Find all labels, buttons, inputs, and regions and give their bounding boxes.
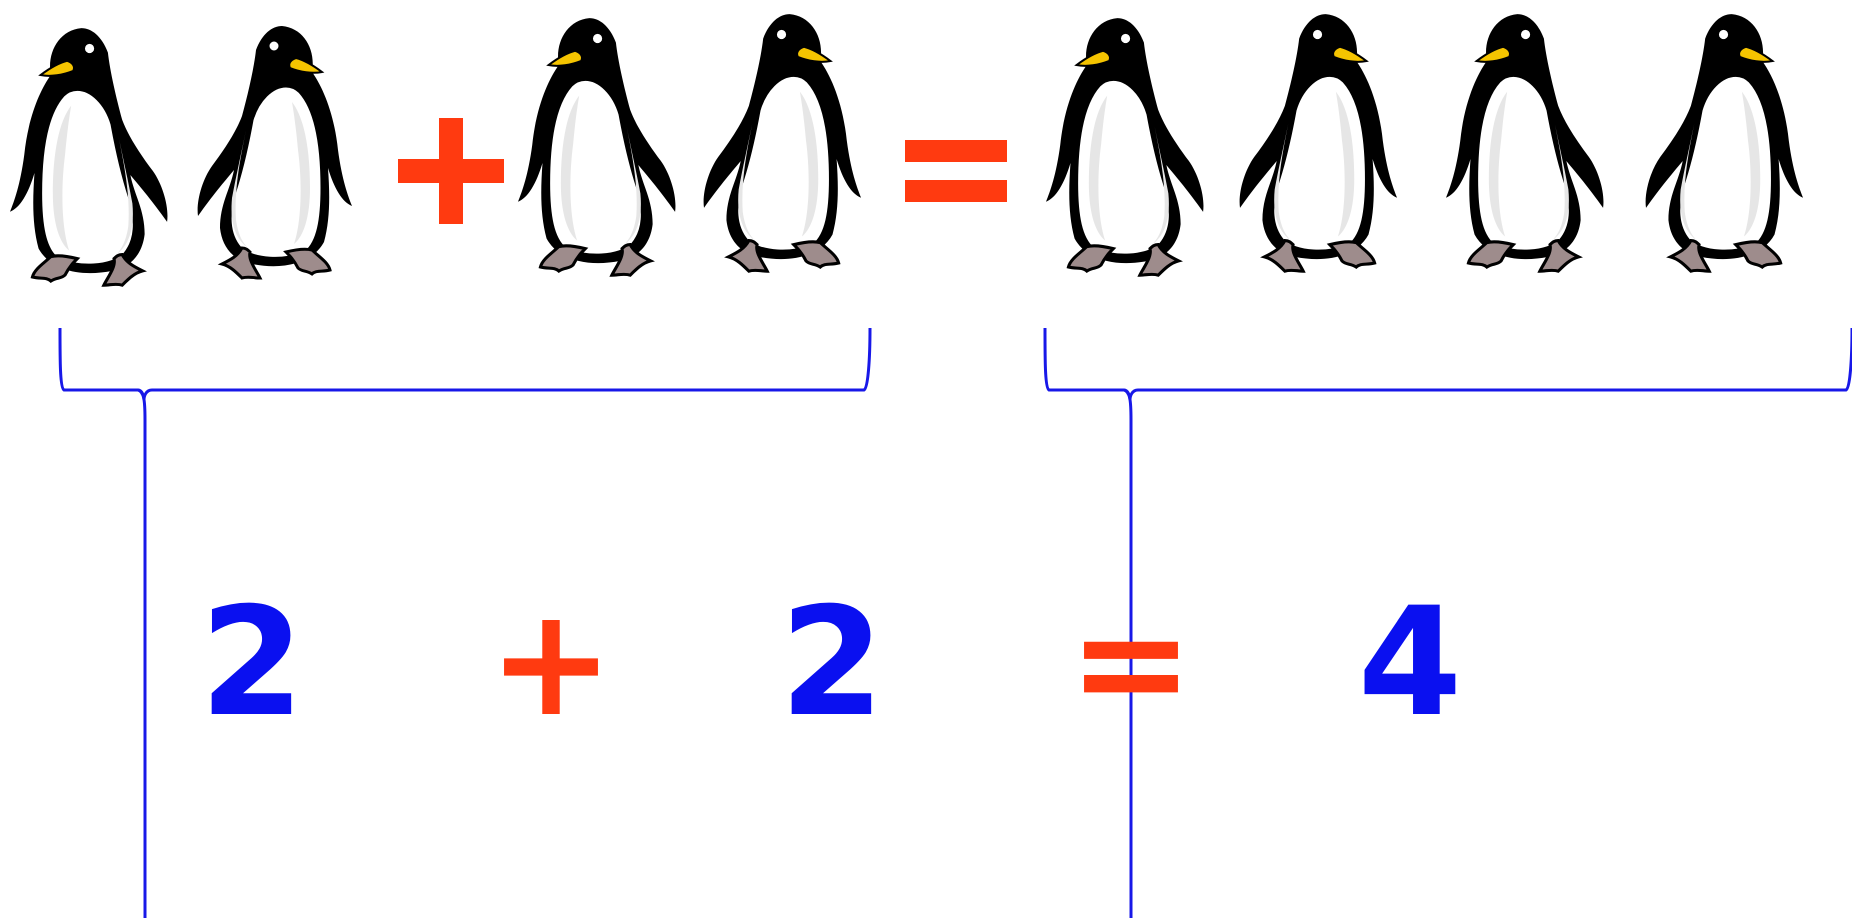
penguin-icon [1646, 14, 1803, 271]
penguin-icon [1044, 16, 1206, 277]
penguin-icon [704, 14, 861, 271]
equation: 2 + 2 = 4 [200, 576, 1462, 750]
penguin-icon [1240, 14, 1397, 271]
addend-a: 2 [200, 576, 304, 750]
picture-row [8, 12, 1803, 287]
equals-icon [905, 140, 1007, 202]
plus-icon [398, 118, 504, 224]
penguin-icon [198, 26, 352, 278]
equals-sign: = [1068, 576, 1194, 750]
sum: 4 [1358, 576, 1462, 750]
plus-sign: + [488, 576, 614, 750]
right-bracket [1043, 327, 1852, 918]
penguin-icon [1444, 12, 1606, 273]
penguin-icon [8, 26, 170, 287]
addend-b: 2 [780, 576, 884, 750]
penguin-icon [516, 16, 678, 277]
left-bracket [58, 327, 872, 918]
bracket-connector [1123, 388, 1133, 918]
bracket-connector [137, 388, 147, 918]
